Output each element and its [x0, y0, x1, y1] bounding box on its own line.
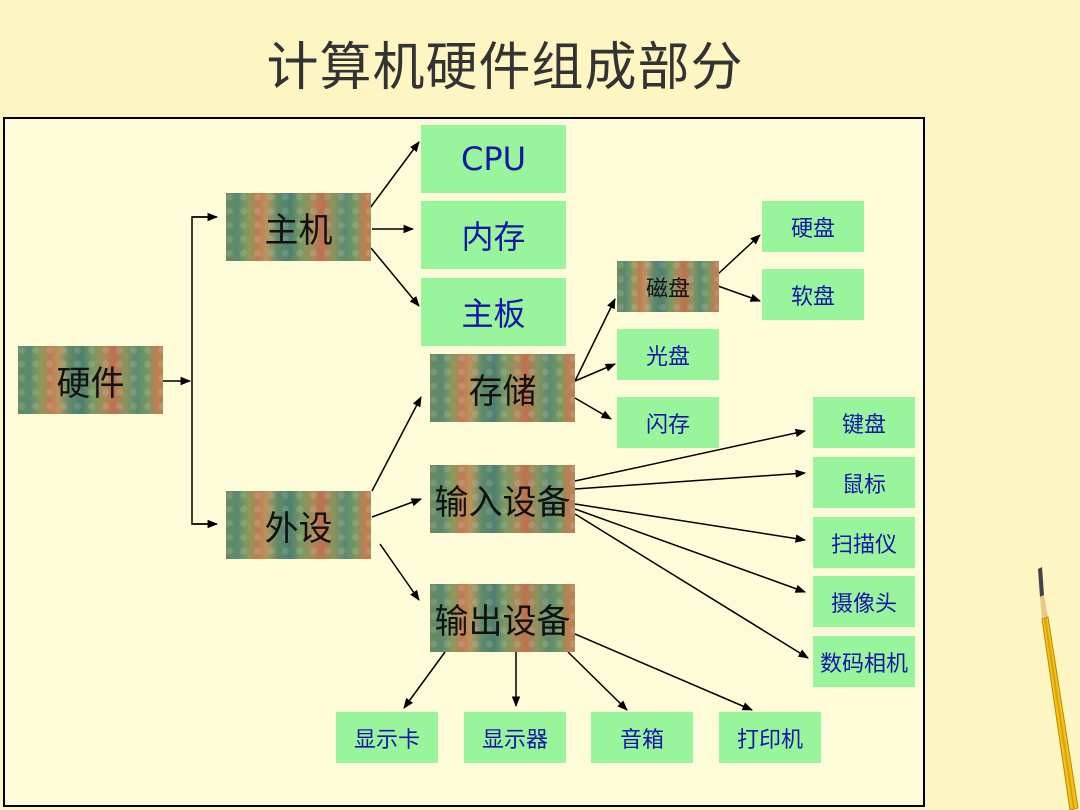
- node-speaker: 音箱: [591, 712, 693, 763]
- node-optical: 光盘: [617, 329, 719, 380]
- node-hdd: 硬盘: [762, 201, 864, 252]
- node-mouse: 鼠标: [813, 457, 915, 508]
- node-memory: 内存: [421, 201, 566, 269]
- node-output: 输出设备: [430, 584, 575, 652]
- node-monitor: 显示器: [464, 712, 566, 763]
- node-camera: 摄像头: [813, 576, 915, 627]
- node-peripheral: 外设: [226, 491, 371, 559]
- node-disk: 磁盘: [617, 261, 719, 312]
- node-floppy: 软盘: [762, 269, 864, 320]
- node-cpu: CPU: [421, 125, 566, 193]
- node-keyboard: 键盘: [813, 397, 915, 448]
- node-motherboard: 主板: [421, 278, 566, 346]
- node-flash: 闪存: [617, 397, 719, 448]
- node-input: 输入设备: [430, 465, 575, 533]
- node-host: 主机: [226, 193, 371, 261]
- node-digital-camera: 数码相机: [813, 636, 915, 687]
- pencil-icon: [1038, 567, 1079, 810]
- node-hardware: 硬件: [18, 346, 163, 414]
- page-title: 计算机硬件组成部分: [266, 38, 744, 98]
- node-storage: 存储: [430, 354, 575, 422]
- node-scanner: 扫描仪: [813, 517, 915, 568]
- node-gpu: 显示卡: [336, 712, 438, 763]
- node-printer: 打印机: [719, 712, 821, 763]
